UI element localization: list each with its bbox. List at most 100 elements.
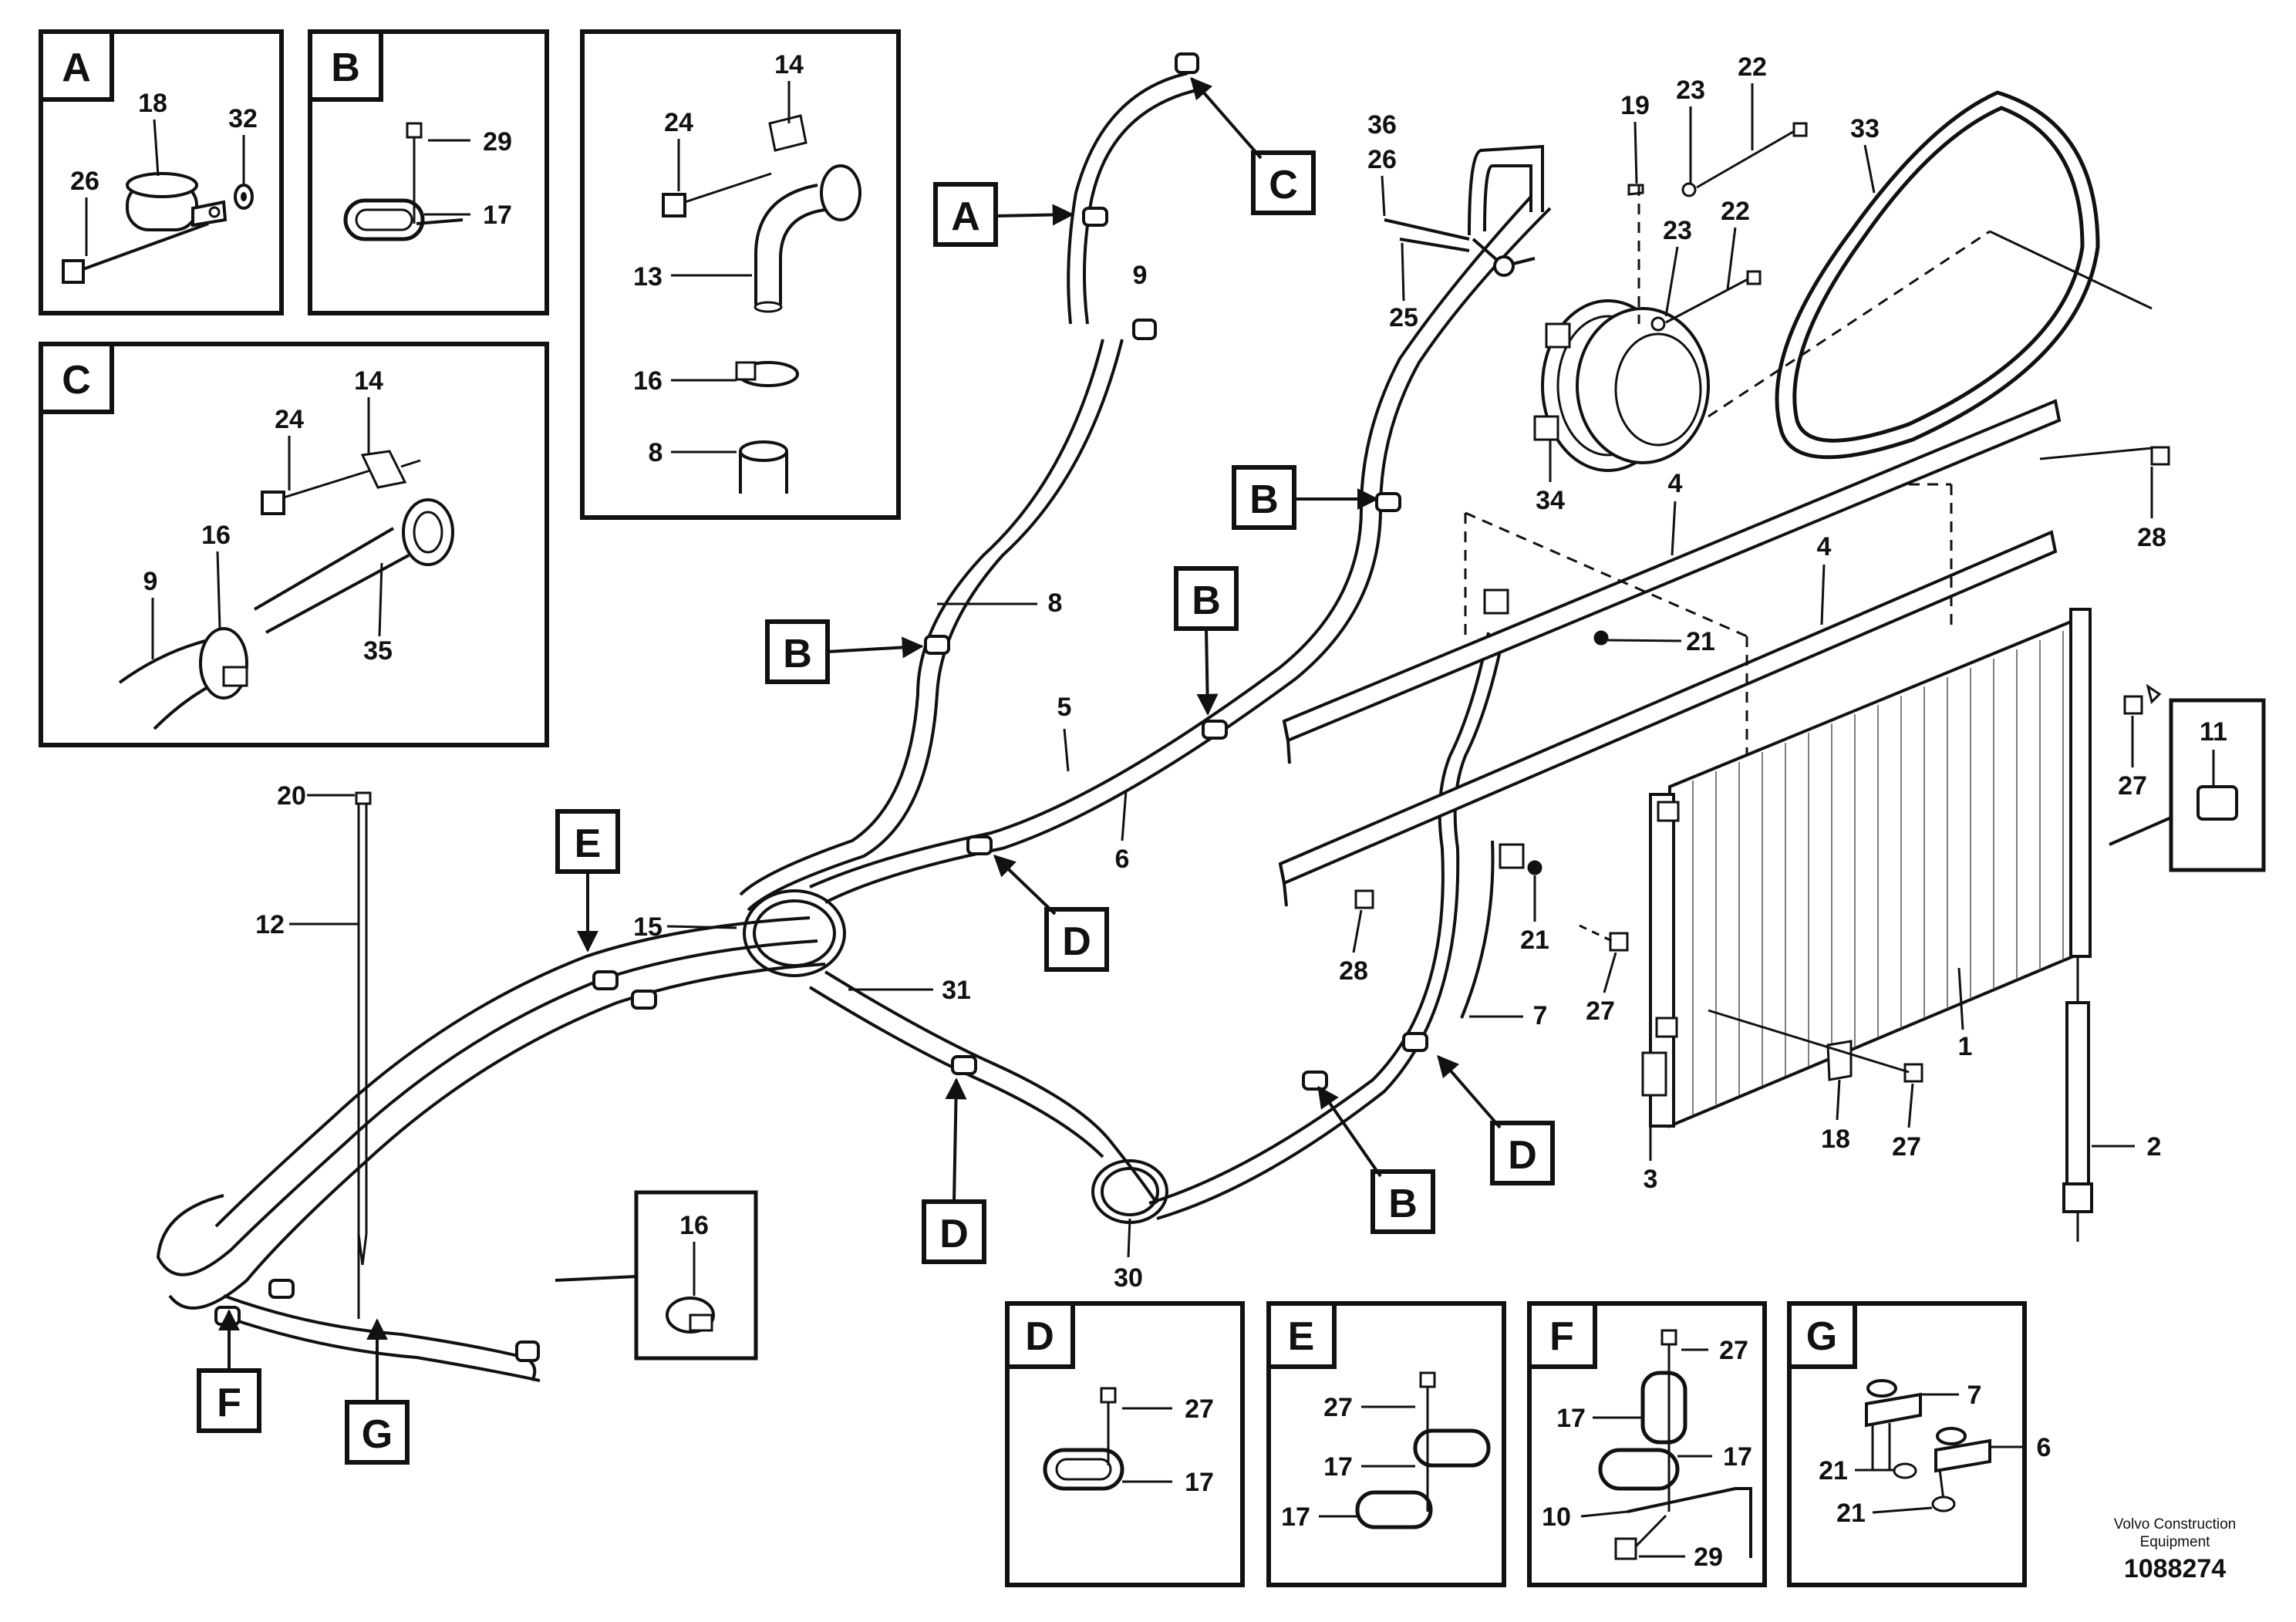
ref-d-lower: D bbox=[939, 1212, 969, 1256]
ref-b-upper-left: B bbox=[783, 632, 812, 676]
ref-c: C bbox=[1269, 163, 1298, 207]
ref-f: F bbox=[217, 1381, 241, 1425]
label-8: 8 bbox=[1048, 588, 1063, 618]
ref-d-upper: D bbox=[1062, 919, 1091, 964]
label-29: 29 bbox=[483, 127, 512, 157]
label-21-g-bottom: 21 bbox=[1836, 1499, 1866, 1528]
label-7: 7 bbox=[1533, 1001, 1548, 1030]
ref-b-lower: B bbox=[1388, 1182, 1418, 1226]
company-name-line2: Equipment bbox=[2140, 1534, 2211, 1550]
label-33: 33 bbox=[1850, 114, 1880, 143]
label-7-g: 7 bbox=[1967, 1381, 1982, 1410]
label-27-f: 27 bbox=[1719, 1336, 1748, 1365]
label-27-left: 27 bbox=[1586, 996, 1615, 1026]
label-36: 36 bbox=[1367, 110, 1397, 140]
inset-16: 16 bbox=[555, 1190, 758, 1361]
company-name-line1: Volvo Construction bbox=[2114, 1516, 2236, 1533]
condenser-fins bbox=[1692, 631, 2064, 1114]
label-30: 30 bbox=[1114, 1263, 1143, 1293]
label-24: 24 bbox=[664, 108, 693, 137]
ref-d-right: D bbox=[1508, 1133, 1537, 1178]
bolt-29-drawing bbox=[406, 122, 423, 224]
label-23-top: 23 bbox=[1676, 76, 1705, 105]
routing-clamps bbox=[214, 52, 1428, 1362]
label-14c: 14 bbox=[354, 366, 383, 396]
label-26: 26 bbox=[70, 167, 99, 196]
label-35: 35 bbox=[363, 636, 393, 666]
label-17-f-right: 17 bbox=[1723, 1442, 1752, 1472]
inset-e: E 27 17 17 bbox=[1266, 1301, 1506, 1587]
label-28-left: 28 bbox=[1339, 956, 1368, 986]
label-14: 14 bbox=[774, 50, 804, 79]
pipe-8-drawing bbox=[739, 440, 788, 494]
bracket-14-drawing bbox=[768, 114, 807, 152]
inset-g: G 7 6 21 21 bbox=[1787, 1301, 2052, 1587]
label-25: 25 bbox=[1389, 303, 1418, 332]
label-17: 17 bbox=[483, 201, 512, 230]
label-12: 12 bbox=[255, 910, 285, 939]
label-20: 20 bbox=[277, 781, 306, 811]
inset-b-letter: B bbox=[331, 46, 360, 90]
drawing-number: 1088274 bbox=[2124, 1554, 2226, 1583]
inset-a-letter: A bbox=[62, 46, 91, 90]
label-19: 19 bbox=[1620, 91, 1650, 120]
label-9: 9 bbox=[1133, 261, 1148, 290]
inset-e-letter: E bbox=[1288, 1314, 1315, 1359]
label-22-mid: 22 bbox=[1721, 197, 1750, 226]
hose-13-drawing bbox=[754, 164, 861, 313]
label-18-main: 18 bbox=[1821, 1125, 1850, 1154]
reference-letters: A C B B B D E D B D F G bbox=[197, 76, 1555, 1465]
label-26-main: 26 bbox=[1367, 145, 1397, 174]
label-27-e: 27 bbox=[1323, 1393, 1353, 1422]
label-4-top: 4 bbox=[1668, 469, 1683, 498]
label-18: 18 bbox=[138, 89, 167, 118]
ref-b-center: B bbox=[1192, 578, 1221, 623]
label-17-e-top: 17 bbox=[1323, 1452, 1353, 1482]
compressor-34 bbox=[1533, 299, 1710, 472]
label-10: 10 bbox=[1542, 1502, 1571, 1532]
label-28-right: 28 bbox=[2137, 523, 2166, 552]
label-27-bottom: 27 bbox=[1892, 1132, 1921, 1162]
label-13: 13 bbox=[633, 262, 663, 292]
clip-17-drawing bbox=[343, 198, 464, 241]
label-31: 31 bbox=[942, 976, 971, 1005]
label-1: 1 bbox=[1958, 1032, 1973, 1061]
inset-c-letter: C bbox=[62, 358, 91, 403]
brackets-4 bbox=[1278, 399, 2062, 907]
label-2: 2 bbox=[2147, 1132, 2162, 1162]
label-6-g: 6 bbox=[2037, 1433, 2052, 1462]
washer-32-drawing bbox=[234, 184, 254, 210]
main-callouts: 9 8 5 6 36 26 25 19 23 22 23 22 33 34 4 … bbox=[255, 52, 2227, 1293]
clamp-16-drawing bbox=[735, 361, 799, 387]
label-23-mid: 23 bbox=[1663, 216, 1692, 245]
inset-d-letter: D bbox=[1025, 1314, 1054, 1359]
bracket-14c-drawing bbox=[360, 450, 421, 489]
belt-33 bbox=[1775, 90, 2100, 460]
clamp-18-drawing bbox=[126, 172, 228, 231]
bolt-24-drawing bbox=[662, 172, 772, 218]
label-9c: 9 bbox=[143, 567, 158, 596]
inset-f-letter: F bbox=[1549, 1314, 1574, 1359]
label-11: 11 bbox=[2200, 717, 2227, 747]
label-17-d: 17 bbox=[1185, 1468, 1214, 1497]
label-27-d: 27 bbox=[1185, 1394, 1214, 1424]
label-8: 8 bbox=[649, 438, 663, 467]
label-16c: 16 bbox=[201, 521, 231, 550]
condenser-1 bbox=[1641, 608, 2092, 1129]
bolts-22-23 bbox=[1627, 122, 1808, 332]
bolt-26-drawing bbox=[62, 222, 209, 284]
main-small-parts bbox=[1354, 446, 2170, 1083]
inset-g-letter: G bbox=[1806, 1314, 1837, 1359]
inset-d: D 27 17 bbox=[1005, 1301, 1245, 1587]
label-17-f-top: 17 bbox=[1556, 1404, 1586, 1433]
ref-b-upper-right: B bbox=[1249, 477, 1279, 522]
label-4-mid: 4 bbox=[1817, 532, 1832, 561]
label-34: 34 bbox=[1536, 486, 1565, 515]
label-16-small: 16 bbox=[679, 1211, 709, 1240]
label-3: 3 bbox=[1644, 1165, 1658, 1194]
label-24c: 24 bbox=[275, 405, 304, 434]
receiver-drier-2 bbox=[2062, 956, 2093, 1242]
pipe-35-drawing bbox=[253, 498, 454, 634]
label-22-top: 22 bbox=[1738, 52, 1767, 82]
